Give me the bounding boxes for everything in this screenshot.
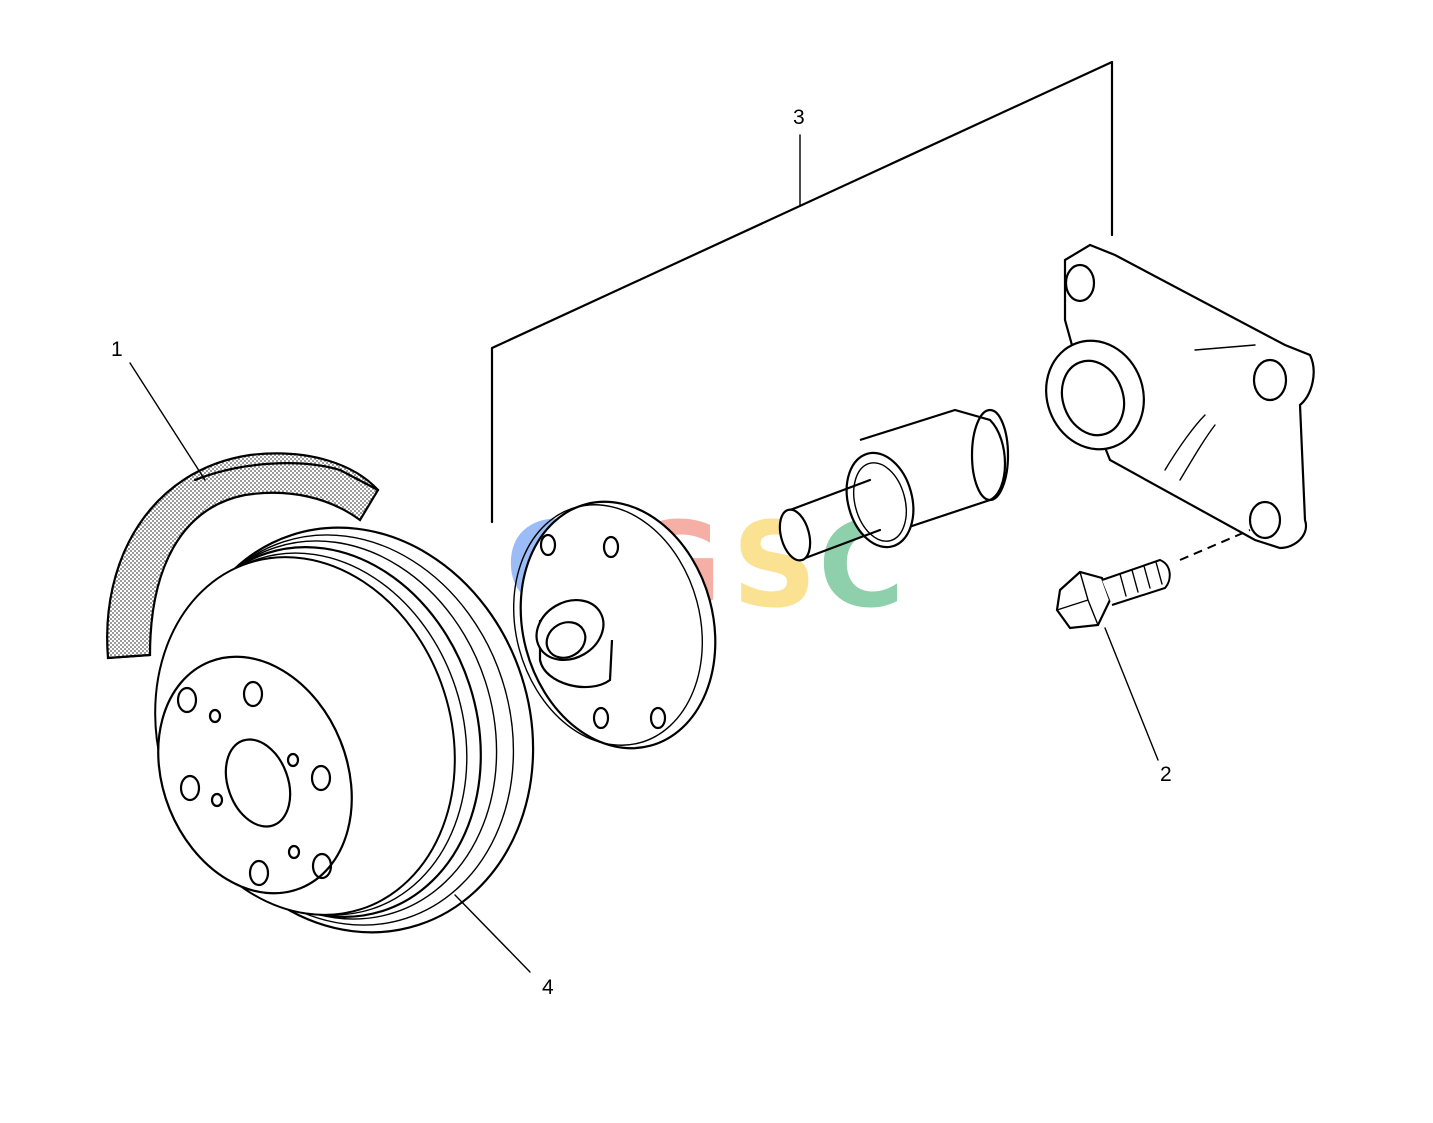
part-2-bolt xyxy=(1055,529,1251,630)
callout-2: 2 xyxy=(1160,763,1172,786)
callout-1: 1 xyxy=(111,338,123,361)
part-1-belt xyxy=(106,452,380,660)
leader-line-2 xyxy=(1104,627,1159,761)
callout-3: 3 xyxy=(793,106,805,129)
leader-line-4 xyxy=(454,894,531,973)
leader-line-1 xyxy=(129,362,206,481)
part-3-shaft-bearing xyxy=(778,408,1010,562)
callout-4: 4 xyxy=(542,976,554,999)
watermark-letter-s: S xyxy=(732,496,817,634)
part-3-flange-hub xyxy=(512,500,717,750)
assembly-bracket-3 xyxy=(490,60,1114,524)
part-4-pulley xyxy=(154,526,535,934)
part-3-housing xyxy=(1045,243,1315,550)
leader-lines xyxy=(129,60,1159,973)
callout-labels: 1 2 3 4 xyxy=(111,106,1172,999)
